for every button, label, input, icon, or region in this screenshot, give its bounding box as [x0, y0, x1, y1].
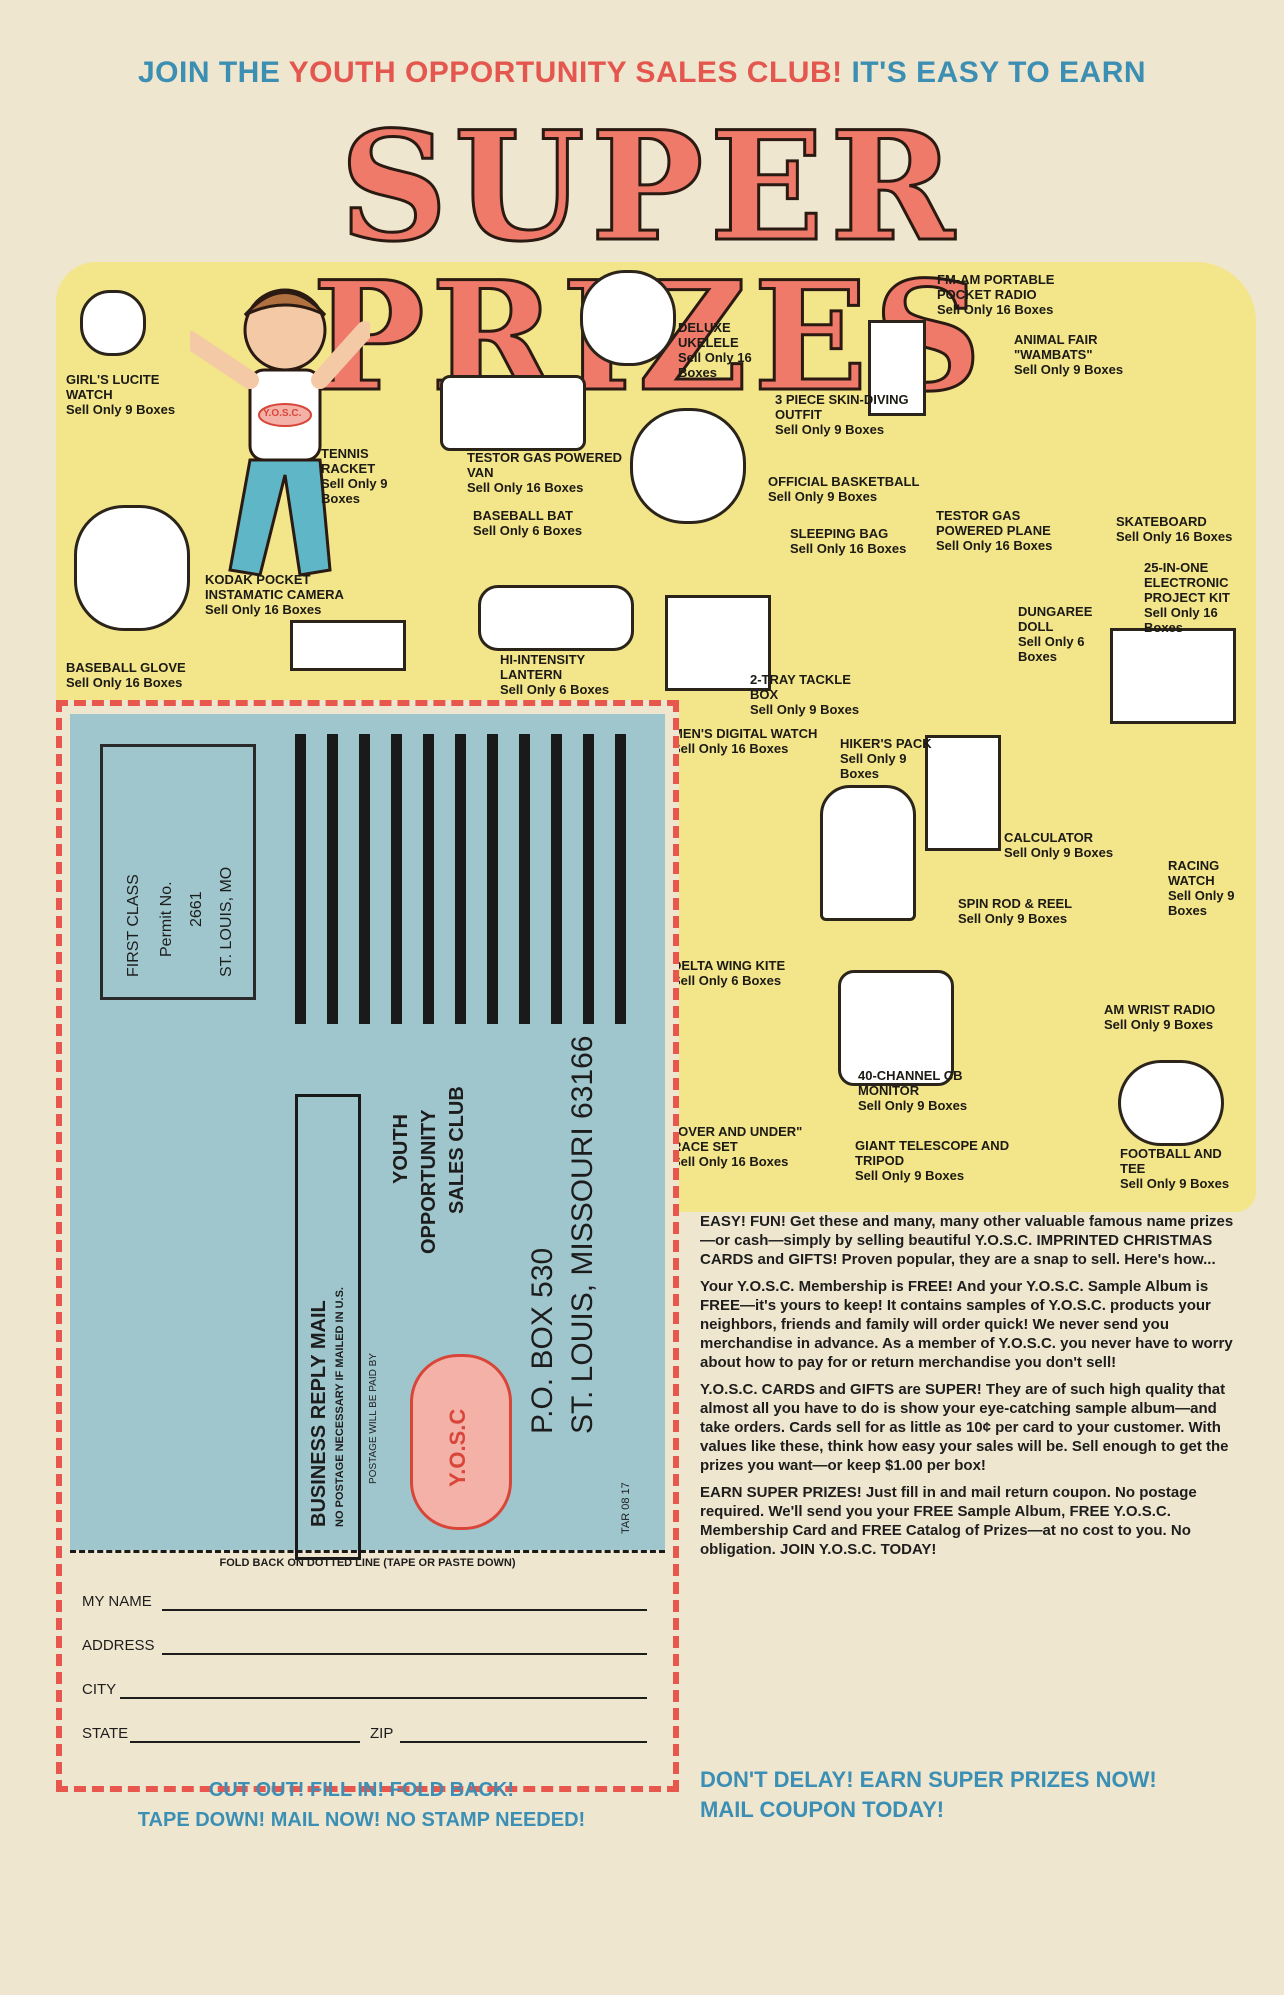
- business-reply-title: BUSINESS REPLY MAIL: [308, 1300, 330, 1527]
- address-label: ADDRESS: [82, 1637, 155, 1654]
- state-input-line[interactable]: [130, 1741, 360, 1743]
- body-paragraph: EARN SUPER PRIZES! Just fill in and mail…: [700, 1484, 1197, 1558]
- address-line: ST. LOUIS, MISSOURI 63166: [566, 1035, 599, 1434]
- basketball-art: [630, 408, 746, 524]
- zip-input-line[interactable]: [400, 1741, 647, 1743]
- lantern-art: [478, 585, 634, 651]
- reply-envelope: FIRST CLASS Permit No. 2661 ST. LOUIS, M…: [56, 700, 679, 1792]
- postage-paid-text: POSTAGE WILL BE PAID BY: [368, 1353, 379, 1484]
- permit-line: FIRST CLASS: [125, 874, 142, 977]
- address-input-line[interactable]: [162, 1653, 647, 1655]
- backpack-art: [820, 785, 916, 921]
- club-line: SALES CLUB: [446, 1086, 468, 1214]
- prize-item: ANIMAL FAIR "WAMBATS"Sell Only 9 Boxes: [1014, 332, 1124, 377]
- header-earn: IT'S EASY TO EARN: [842, 56, 1147, 89]
- body-paragraph: Your Y.O.S.C. Membership is FREE! And yo…: [700, 1278, 1233, 1371]
- club-line: YOUTH: [390, 1114, 412, 1184]
- page-title: SUPER PRIZES: [311, 99, 984, 414]
- logo-text: Y.O.S.C: [445, 1408, 470, 1487]
- mascot-badge: Y.O.S.C.: [263, 408, 302, 419]
- business-reply-subtitle: NO POSTAGE NECESSARY IF MAILED IN U.S.: [334, 1287, 346, 1527]
- camera-art: [290, 620, 406, 671]
- permit-line: 2661: [188, 891, 205, 927]
- coupon-form: FOLD BACK ON DOTTED LINE (TAPE OR PASTE …: [70, 1550, 665, 1777]
- name-label: MY NAME: [82, 1593, 152, 1610]
- body-copy: EASY! FUN! Get these and many, many othe…: [700, 1212, 1240, 1567]
- body-paragraph: Y.O.S.C. CARDS and GIFTS are SUPER! They…: [700, 1381, 1229, 1474]
- mascot-illustration: [190, 288, 370, 577]
- van-art: [440, 375, 586, 451]
- cta-line: MAIL COUPON TODAY!: [700, 1797, 945, 1822]
- address-line: P.O. BOX 530: [526, 1247, 559, 1434]
- radio-art: [868, 320, 926, 416]
- header-club-name: YOUTH OPPORTUNITY SALES CLUB!: [288, 56, 843, 89]
- permit-line: ST. LOUIS, MO: [218, 866, 235, 977]
- header-tagline: JOIN THE YOUTH OPPORTUNITY SALES CLUB! I…: [0, 56, 1284, 90]
- call-to-action: DON'T DELAY! EARN SUPER PRIZES NOW! MAIL…: [700, 1765, 1240, 1825]
- body-paragraph: EASY! FUN! Get these and many, many othe…: [700, 1213, 1234, 1268]
- envelope-face: FIRST CLASS Permit No. 2661 ST. LOUIS, M…: [70, 714, 665, 1560]
- calculator-art: [925, 735, 1001, 851]
- permit-line: Permit No.: [158, 881, 175, 957]
- football-art: [1118, 1060, 1224, 1146]
- glove-art: [74, 505, 190, 631]
- tackle-box-art: [665, 595, 771, 691]
- cb-monitor-art: [838, 970, 954, 1086]
- cta-line: DON'T DELAY! EARN SUPER PRIZES NOW!: [700, 1767, 1157, 1792]
- project-kit-art: [1110, 628, 1236, 724]
- instruction-line: CUT OUT! FILL IN! FOLD BACK!: [208, 1779, 515, 1801]
- postal-bars: [295, 734, 655, 1024]
- yosc-logo: Y.O.S.C: [410, 1354, 512, 1530]
- watch-art: [80, 290, 146, 356]
- name-input-line[interactable]: [162, 1609, 647, 1611]
- instruction-line: TAPE DOWN! MAIL NOW! NO STAMP NEEDED!: [137, 1809, 586, 1831]
- city-input-line[interactable]: [120, 1697, 647, 1699]
- envelope-instructions: CUT OUT! FILL IN! FOLD BACK! TAPE DOWN! …: [56, 1775, 667, 1835]
- fold-instruction: FOLD BACK ON DOTTED LINE (TAPE OR PASTE …: [219, 1557, 516, 1569]
- permit-box: FIRST CLASS Permit No. 2661 ST. LOUIS, M…: [100, 744, 256, 1000]
- city-label: CITY: [82, 1681, 117, 1698]
- header-join: JOIN THE: [137, 56, 289, 89]
- state-label: STATE: [82, 1725, 129, 1742]
- business-reply-box: BUSINESS REPLY MAIL NO POSTAGE NECESSARY…: [295, 1094, 361, 1560]
- ukulele-art: [580, 270, 676, 366]
- club-line: OPPORTUNITY: [418, 1109, 440, 1254]
- zip-label: ZIP: [370, 1725, 394, 1742]
- tar-code: TAR 08 17: [620, 1482, 632, 1534]
